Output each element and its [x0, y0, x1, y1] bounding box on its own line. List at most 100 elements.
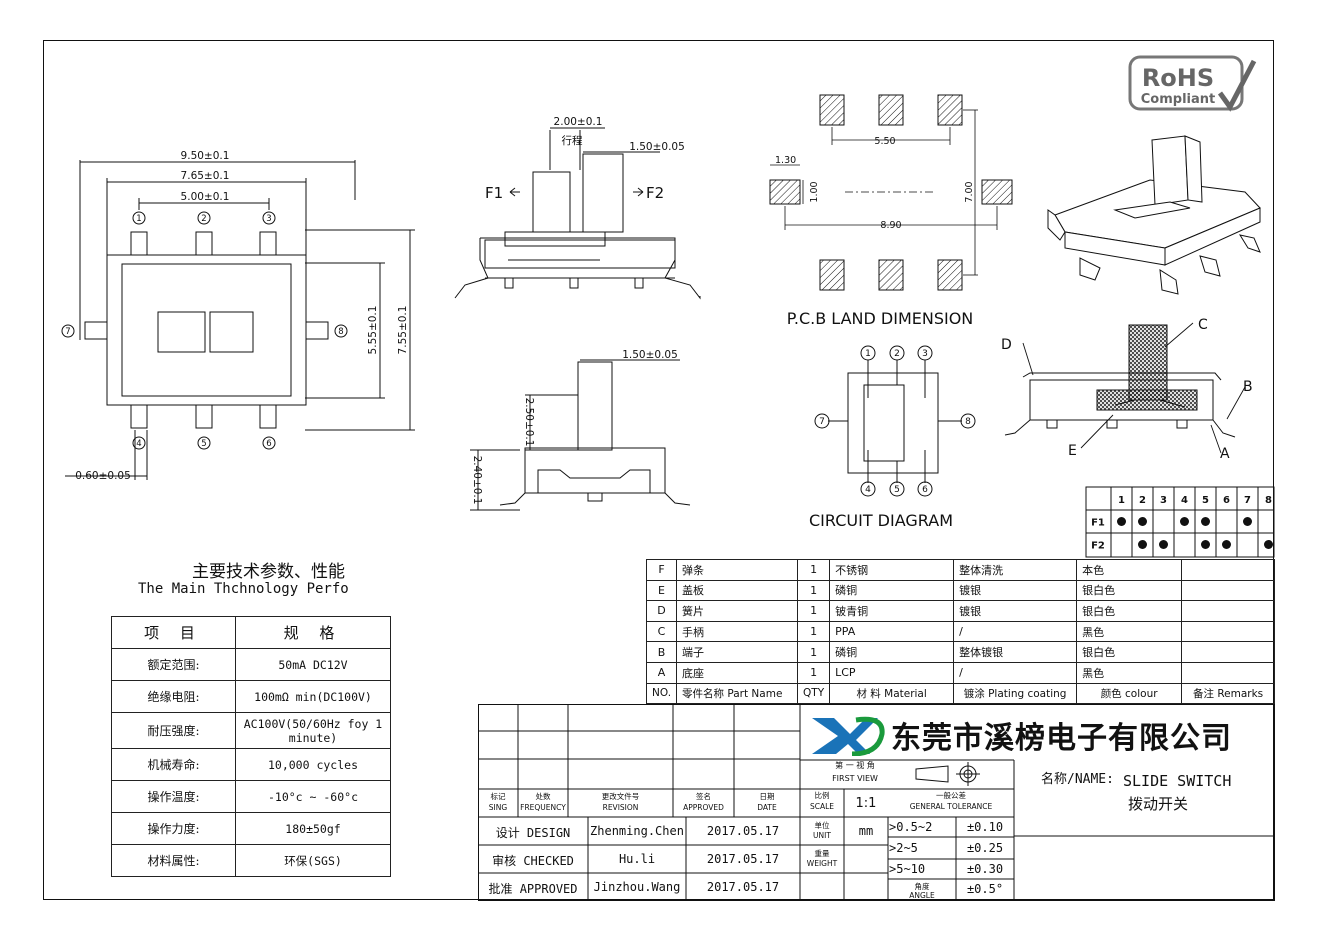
company-name: 东莞市溪榜电子有限公司 [891, 721, 1232, 756]
spec-row: 操作温度:-10°c ~ -60°c [111, 780, 391, 813]
isometric-view [1047, 135, 1261, 295]
spec-head-value: 规 格 [235, 616, 391, 649]
spec-item: 额定范围: [111, 648, 236, 681]
bom-cell [1181, 600, 1275, 622]
bom-header-cell: QTY [797, 682, 831, 705]
truth-table-pin-1: 1 [1118, 495, 1125, 506]
truth-table-dot [1264, 540, 1273, 549]
unit-en: UNIT [813, 831, 831, 840]
bom-cell: 铍青铜 [829, 600, 955, 622]
scale-cn: 比例 [814, 791, 830, 800]
section-view: D C B E A [1001, 317, 1253, 460]
truth-table-dot [1201, 517, 1210, 526]
bom-cell: 端子 [676, 641, 799, 663]
bom-cell: B [645, 641, 678, 663]
truth-table-pin-7: 7 [1244, 495, 1251, 506]
spec-row: 操作力度:180±50gf [111, 812, 391, 845]
bom-header-cell: 颜色 colour [1076, 682, 1183, 705]
bom-cell: 银白色 [1076, 600, 1183, 622]
bom-cell: 1 [797, 661, 831, 684]
bom-cell: 1 [797, 579, 831, 602]
angle-cn: 角度 [914, 882, 930, 891]
truth-table-dot [1180, 517, 1189, 526]
circuit-pin-8: 8 [965, 417, 971, 427]
bom-cell: 1 [797, 620, 831, 643]
tolerance-value: ±0.30 [966, 862, 1004, 876]
revision-header-en: DATE [757, 803, 777, 812]
revision-header-en: APPROVED [683, 803, 724, 812]
side-views-drawing: 2.00±0.1 行程 1.50±0.05 1.50±0.05 2.50±0.1… [454, 116, 701, 511]
pin-label-4: 4 [136, 439, 141, 449]
tolerance-cn: 一般公差 [936, 791, 966, 800]
angle-en: ANGLE [909, 891, 935, 900]
signoff-date: 2017.05.17 [706, 852, 780, 866]
pin-label-7: 7 [65, 327, 70, 337]
dim-8-90: 8.90 [880, 220, 901, 231]
truth-table-dot [1159, 540, 1168, 549]
revision-header-cn: 标记 [490, 792, 506, 801]
pin-label-2: 2 [201, 214, 206, 224]
first-view-cn: 第 一 视 角 [835, 761, 875, 770]
bom-cell: 1 [797, 559, 831, 581]
tolerance-range: >5~10 [889, 862, 926, 876]
spec-value: 180±50gf [235, 812, 391, 845]
bom-cell: 1 [797, 641, 831, 663]
bom-cell: 1 [797, 600, 831, 622]
callout-e: E [1068, 443, 1077, 459]
tolerance-value: ±0.5° [966, 882, 1004, 896]
part-name-cn: 拨动开关 [1128, 795, 1189, 813]
pin-label-8: 8 [338, 327, 343, 337]
spec-item: 机械寿命: [111, 748, 236, 781]
dim-1-50-bottom: 1.50±0.05 [622, 349, 678, 361]
dim-0-60: 0.60±0.05 [75, 470, 131, 482]
truth-table-pin-2: 2 [1139, 495, 1146, 506]
spec-row: 材料属性:环保(SGS) [111, 844, 391, 877]
callout-c: C [1198, 317, 1208, 333]
drawing-frame [43, 40, 1274, 900]
pin-label-3: 3 [266, 214, 271, 224]
dim-1-00: 1.00 [809, 181, 820, 202]
spec-item: 耐压强度: [111, 712, 236, 749]
dim-1-30: 1.30 [775, 155, 796, 166]
weight-cn: 重量 [814, 849, 830, 858]
circuit-pin-5: 5 [894, 485, 900, 495]
bom-cell [1181, 641, 1275, 663]
bom-cell: F [645, 559, 678, 581]
bom-cell: A [645, 661, 678, 684]
truth-table-pin-4: 4 [1181, 495, 1188, 506]
signoff-role: 批准 APPROVED [488, 882, 578, 896]
truth-table-dot [1138, 517, 1147, 526]
bom-cell: 底座 [676, 661, 799, 684]
bom-cell [1181, 661, 1275, 684]
spec-item: 绝缘电阻: [111, 680, 236, 713]
circuit-pin-2: 2 [894, 349, 900, 359]
tolerance-value: ±0.10 [966, 820, 1004, 834]
spec-value: 环保(SGS) [235, 844, 391, 877]
pin-label-1: 1 [136, 214, 141, 224]
dim-5-00: 5.00±0.1 [181, 191, 230, 203]
truth-table-pin-5: 5 [1202, 495, 1209, 506]
revision-header-en: REVISION [602, 803, 639, 812]
spec-value: AC100V(50/60Hz foy 1 minute) [235, 712, 391, 749]
pin-label-5: 5 [201, 439, 206, 449]
bom-cell: C [645, 620, 678, 643]
company-logo [812, 716, 885, 756]
bom-cell [1181, 559, 1275, 581]
bom-cell: 黑色 [1076, 620, 1183, 643]
dim-2-50: 2.50±0.1 [523, 398, 535, 447]
unit-value: mm [858, 824, 874, 838]
signoff-role: 审核 CHECKED [492, 854, 574, 868]
spec-item: 操作温度: [111, 780, 236, 813]
bom-header-cell: 备注 Remarks [1181, 682, 1275, 705]
truth-table-pin-6: 6 [1223, 495, 1230, 506]
tolerance-value: ±0.25 [966, 841, 1004, 855]
circuit-pin-7: 7 [819, 417, 825, 427]
bom-cell: 磷铜 [829, 641, 955, 663]
truth-table-dot [1243, 517, 1252, 526]
